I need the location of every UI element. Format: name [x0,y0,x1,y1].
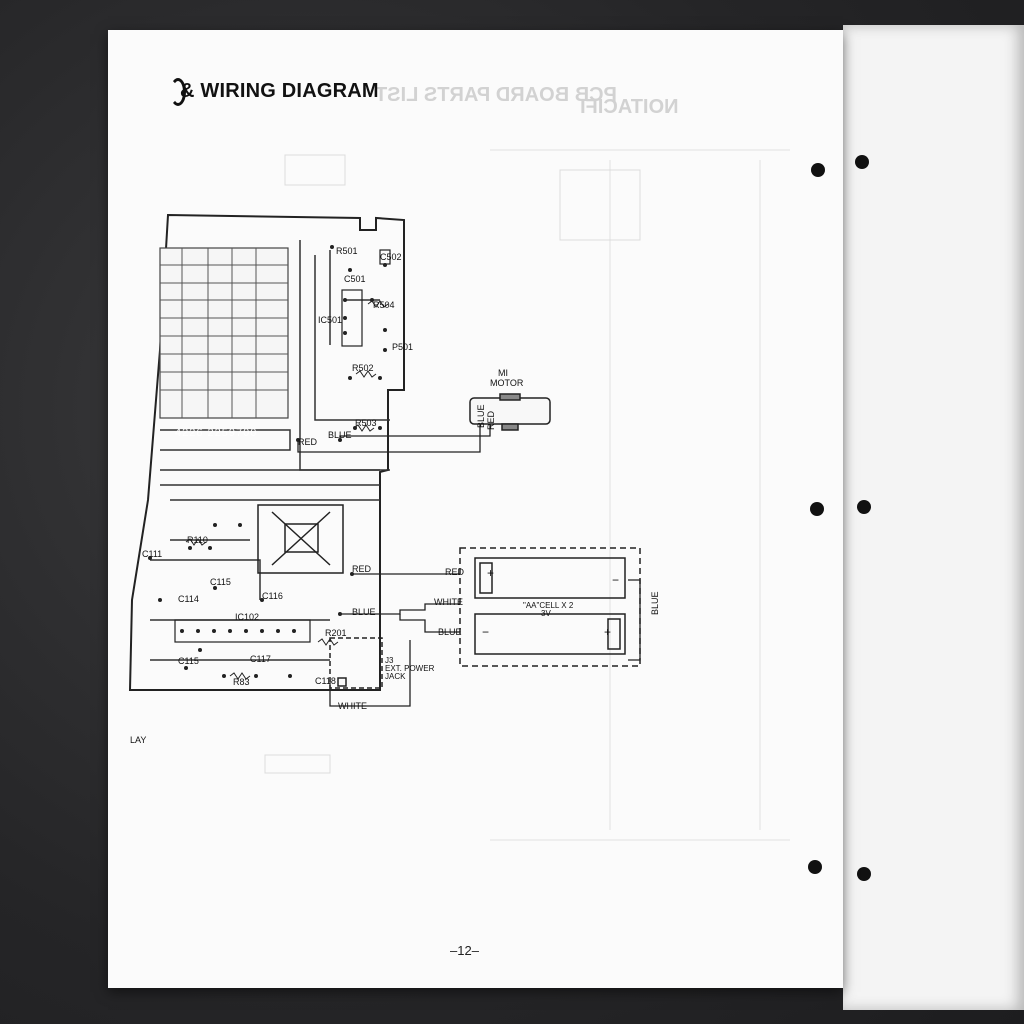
r502-label: R502 [352,363,374,373]
jack-label-1: EXT. POWER [385,664,435,673]
c111-label: C111 [142,549,163,559]
jack-ref-label: J3 [385,656,394,665]
binder-hole [855,155,869,169]
motor-ref-label: MI [498,368,508,378]
wire-red-label: RED [445,567,465,577]
r501-label: R501 [336,246,358,256]
play-label: LAY [130,735,147,745]
ic501-label: IC501 [318,315,343,325]
r110-label: R110 [187,535,208,545]
c116-label: C116 [262,591,283,601]
wire-blue-label: BLUE [352,607,376,617]
binder-hole [810,502,824,516]
r504-label: R504 [373,300,395,310]
binder-hole [857,500,871,514]
wire-blue-label: BLUE [438,627,462,637]
wire-blue-label-vertical: BLUE [476,404,486,428]
page-title: & WIRING DIAGRAM [180,80,379,102]
motor-label: MOTOR [490,378,524,388]
board-code: 4226 2259700 [175,427,258,439]
wire-blue-label: BLUE [328,430,352,440]
title-fragment-icon [170,78,186,106]
battery-voltage: 3V [541,609,551,618]
c118-label: C118 [315,676,336,686]
c115b-label: C115 [178,656,199,666]
p501-label: P501 [392,342,414,352]
wire-white-label: WHITE [434,597,463,607]
battery-plus-icon: + [487,566,495,580]
c501-label: C501 [344,274,366,284]
wire-red-label: RED [298,437,318,447]
binder-hole [857,867,871,881]
binder-hole [808,860,822,874]
wire-red-label: RED [352,564,372,574]
binder-hole [811,163,825,177]
wire-blue-label-vertical: BLUE [650,591,660,615]
facing-page [843,25,1024,1010]
wire-red-label-vertical: RED [486,410,496,430]
r201-label: R201 [325,628,347,638]
battery-plus-icon: + [604,625,612,639]
battery-label: "AA"CELL X 2 [523,601,574,610]
page-number: –12– [450,943,479,958]
wire-white-label: WHITE [338,701,367,711]
c502-label: C502 [380,252,402,262]
c114-label: C114 [178,594,199,604]
battery-minus-icon: − [482,625,490,639]
manual-page [108,30,843,988]
c117-label: C117 [250,654,271,664]
battery-minus-icon: − [612,573,620,587]
r83-label: R83 [233,677,250,687]
c115-label: C115 [210,577,231,587]
jack-label-2: JACK [385,672,406,681]
ic102-label: IC102 [235,612,260,622]
r503-label: R503 [355,418,377,428]
